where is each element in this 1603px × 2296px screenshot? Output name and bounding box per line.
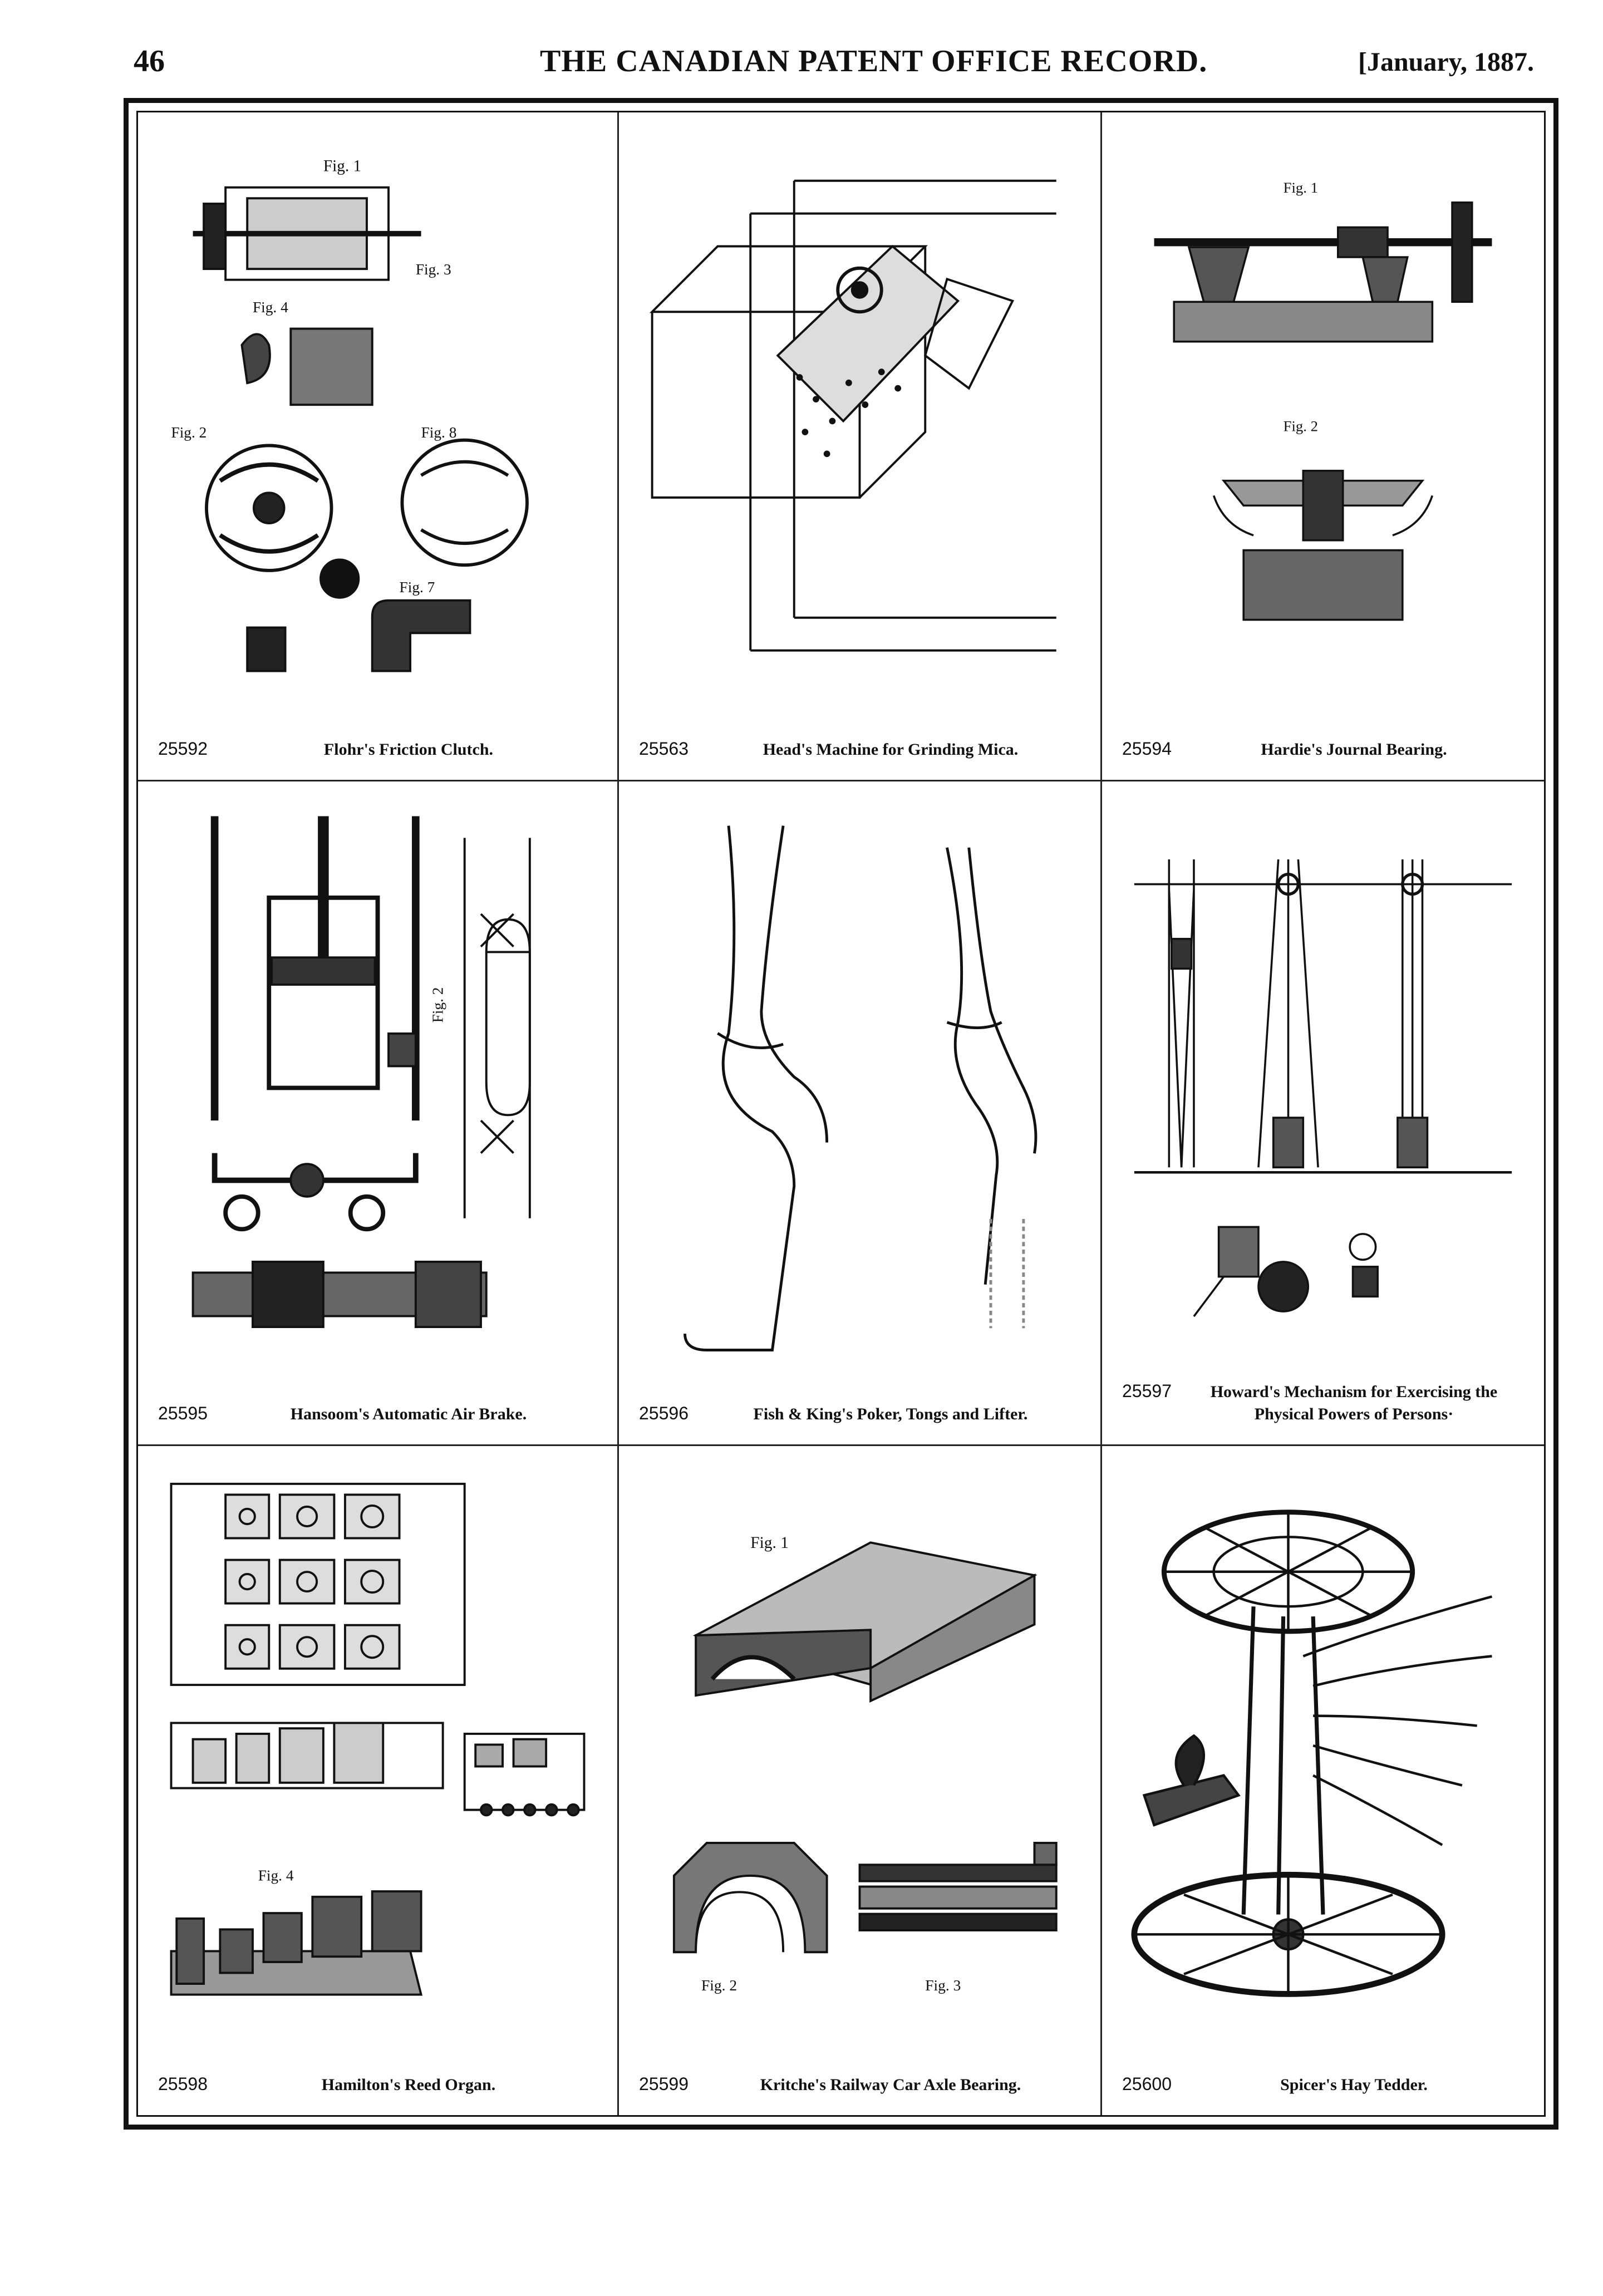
patent-cell-25592: Fig. 1 Fig. 3 Fig. 4 Fig. 2 Fig. 8 bbox=[138, 112, 619, 781]
drawing-air-brake: Fig. 2 bbox=[160, 804, 595, 1372]
drawing-exercise-mechanism bbox=[1124, 804, 1522, 1372]
patent-cell-25599: Fig. 1 Fig. 2 Fig. 3 bbox=[619, 1446, 1102, 2115]
patent-number: 25595 bbox=[158, 1403, 208, 1423]
patent-title: Hamilton's Reed Organ. bbox=[321, 2076, 496, 2094]
patent-number: 25592 bbox=[158, 739, 208, 759]
patent-title: Fish & King's Poker, Tongs and Lifter. bbox=[753, 1405, 1028, 1423]
patent-caption: 25592 Flohr's Friction Clutch. bbox=[158, 739, 601, 761]
patent-cell-25598: Fig. 4 25598 Hamilton's Reed Organ. bbox=[138, 1446, 619, 2115]
patent-title: Flohr's Friction Clutch. bbox=[323, 740, 494, 759]
patent-title: Head's Machine for Grinding Mica. bbox=[763, 740, 1019, 759]
drawing-axle-bearing: Fig. 1 Fig. 2 Fig. 3 bbox=[641, 1468, 1078, 2043]
drawing-journal-bearing: Fig. 1 Fig. 2 bbox=[1124, 135, 1522, 707]
fig-label: Fig. 2 bbox=[1284, 417, 1318, 434]
patent-cell-25594: Fig. 1 Fig. 2 25594 bbox=[1102, 112, 1544, 781]
fig-label: Fig. 2 bbox=[430, 987, 446, 1023]
drawing-poker-tongs bbox=[641, 804, 1078, 1372]
drawing-friction-clutch: Fig. 1 Fig. 3 Fig. 4 Fig. 2 Fig. 8 bbox=[160, 135, 595, 707]
patent-number: 25598 bbox=[158, 2074, 208, 2094]
patent-caption: 25594 Hardie's Journal Bearing. bbox=[1122, 739, 1527, 761]
patent-title: Hansoom's Automatic Air Brake. bbox=[290, 1405, 527, 1423]
illustration-frame-inner: Fig. 1 Fig. 3 Fig. 4 Fig. 2 Fig. 8 bbox=[136, 111, 1546, 2117]
drawing-hay-tedder bbox=[1124, 1468, 1522, 2043]
fig-label: Fig. 3 bbox=[416, 261, 451, 278]
patent-grid: Fig. 1 Fig. 3 Fig. 4 Fig. 2 Fig. 8 bbox=[138, 112, 1544, 2115]
journal-title: THE CANADIAN PATENT OFFICE RECORD. bbox=[540, 44, 1208, 78]
patent-title: Howard's Mechanism for Exercising the Ph… bbox=[1210, 1383, 1498, 1423]
patent-number: 25594 bbox=[1122, 739, 1172, 759]
fig-label: Fig. 7 bbox=[400, 579, 435, 596]
patent-caption: 25595 Hansoom's Automatic Air Brake. bbox=[158, 1403, 601, 1425]
patent-cell-25563: 25563 Head's Machine for Grinding Mica. bbox=[619, 112, 1102, 781]
fig-label: Fig. 2 bbox=[701, 1977, 737, 1994]
patent-caption: 25599 Kritche's Railway Car Axle Bearing… bbox=[639, 2074, 1084, 2096]
patent-number: 25599 bbox=[639, 2074, 689, 2094]
patent-number: 25597 bbox=[1122, 1381, 1172, 1401]
fig-label: Fig. 3 bbox=[925, 1977, 961, 1994]
patent-cell-25595: Fig. 2 25595 Hansoom's Automatic Air Bra… bbox=[138, 781, 619, 1446]
patent-caption: 25563 Head's Machine for Grinding Mica. bbox=[639, 739, 1084, 761]
fig-label: Fig. 1 bbox=[1284, 179, 1318, 196]
fig-label: Fig. 1 bbox=[323, 157, 361, 175]
drawing-reed-organ: Fig. 4 bbox=[160, 1468, 595, 2043]
patent-title: Kritche's Railway Car Axle Bearing. bbox=[760, 2076, 1021, 2094]
patent-title: Spicer's Hay Tedder. bbox=[1280, 2076, 1428, 2094]
fig-label: Fig. 2 bbox=[171, 424, 207, 441]
patent-cell-25596: 25596 Fish & King's Poker, Tongs and Lif… bbox=[619, 781, 1102, 1446]
illustration-frame: Fig. 1 Fig. 3 Fig. 4 Fig. 2 Fig. 8 bbox=[124, 98, 1558, 2130]
page-header: 46 THE CANADIAN PATENT OFFICE RECORD. [J… bbox=[0, 0, 1603, 95]
fig-label: Fig. 4 bbox=[253, 299, 288, 316]
fig-label: Fig. 4 bbox=[258, 1867, 294, 1884]
patent-caption: 25596 Fish & King's Poker, Tongs and Lif… bbox=[639, 1403, 1084, 1425]
issue-date: [January, 1887. bbox=[1358, 47, 1535, 77]
patent-number: 25596 bbox=[639, 1403, 689, 1423]
patent-title: Hardie's Journal Bearing. bbox=[1261, 740, 1447, 759]
patent-caption: 25600 Spicer's Hay Tedder. bbox=[1122, 2074, 1527, 2096]
patent-cell-25600: 25600 Spicer's Hay Tedder. bbox=[1102, 1446, 1544, 2115]
fig-label: Fig. 1 bbox=[750, 1534, 789, 1552]
patent-caption: 25598 Hamilton's Reed Organ. bbox=[158, 2074, 601, 2096]
patent-caption: 25597 Howard's Mechanism for Exercising … bbox=[1122, 1381, 1527, 1425]
patent-number: 25600 bbox=[1122, 2074, 1172, 2094]
patent-cell-25597: 25597 Howard's Mechanism for Exercising … bbox=[1102, 781, 1544, 1446]
drawing-mica-grinder bbox=[641, 135, 1078, 707]
page-number: 46 bbox=[134, 44, 165, 78]
patent-number: 25563 bbox=[639, 739, 689, 759]
fig-label: Fig. 8 bbox=[421, 424, 457, 441]
